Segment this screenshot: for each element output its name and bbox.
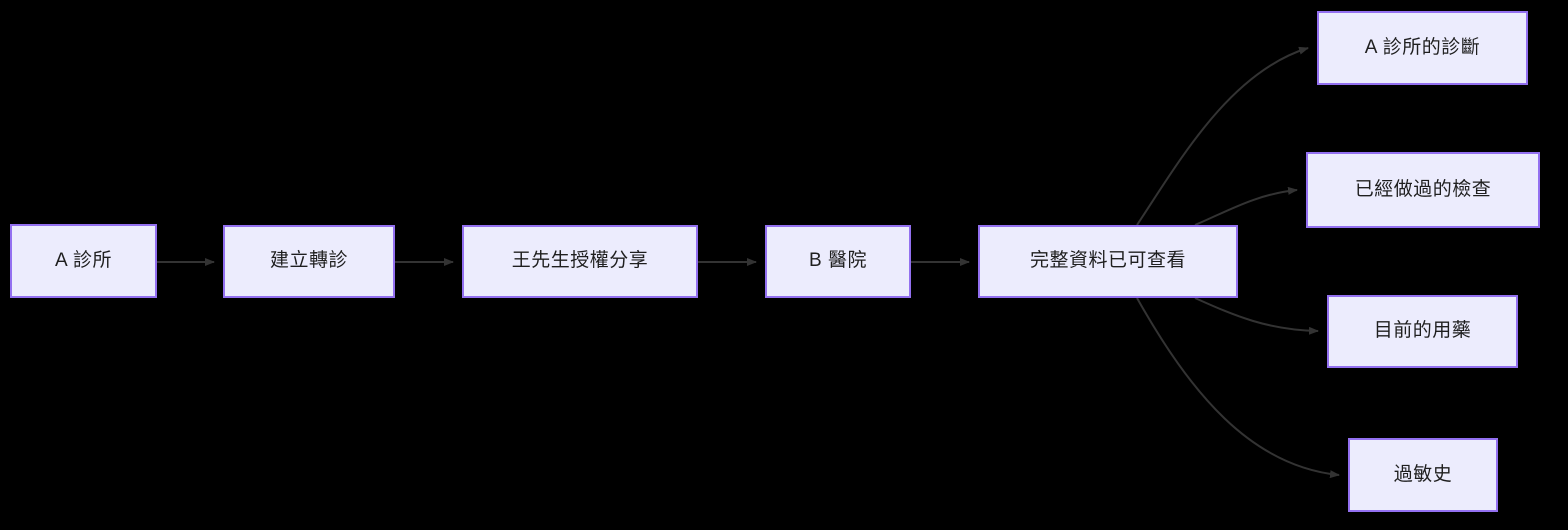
node-label: 完整資料已可查看 bbox=[1029, 250, 1186, 272]
edge-full-record-to-exams bbox=[1194, 186, 1298, 226]
node-full-record[interactable]: 完整資料已可查看 bbox=[978, 225, 1238, 298]
node-label: 目前的用藥 bbox=[1373, 320, 1472, 342]
node-label: 王先生授權分享 bbox=[511, 250, 649, 272]
node-create-referral[interactable]: 建立轉診 bbox=[223, 225, 395, 298]
node-label: 已經做過的檢查 bbox=[1354, 178, 1492, 200]
node-allergies[interactable]: 過敏史 bbox=[1348, 438, 1498, 512]
node-label: A 診所的診斷 bbox=[1364, 36, 1481, 58]
edge-full-record-to-allergies bbox=[1136, 297, 1340, 479]
node-label: 建立轉診 bbox=[269, 250, 348, 272]
node-clinic-a[interactable]: A 診所 bbox=[10, 224, 157, 298]
node-medications[interactable]: 目前的用藥 bbox=[1327, 295, 1518, 368]
node-label: A 診所 bbox=[55, 249, 112, 271]
node-hospital-b[interactable]: B 醫院 bbox=[765, 225, 911, 298]
node-label: B 醫院 bbox=[809, 250, 867, 272]
node-diagnosis[interactable]: A 診所的診斷 bbox=[1317, 11, 1528, 85]
edge-full-record-to-diagnosis bbox=[1136, 46, 1309, 226]
node-exams[interactable]: 已經做過的檢查 bbox=[1306, 152, 1540, 228]
edge-full-record-to-medications bbox=[1194, 297, 1319, 335]
node-label: 過敏史 bbox=[1393, 463, 1453, 485]
node-consent[interactable]: 王先生授權分享 bbox=[462, 225, 698, 298]
